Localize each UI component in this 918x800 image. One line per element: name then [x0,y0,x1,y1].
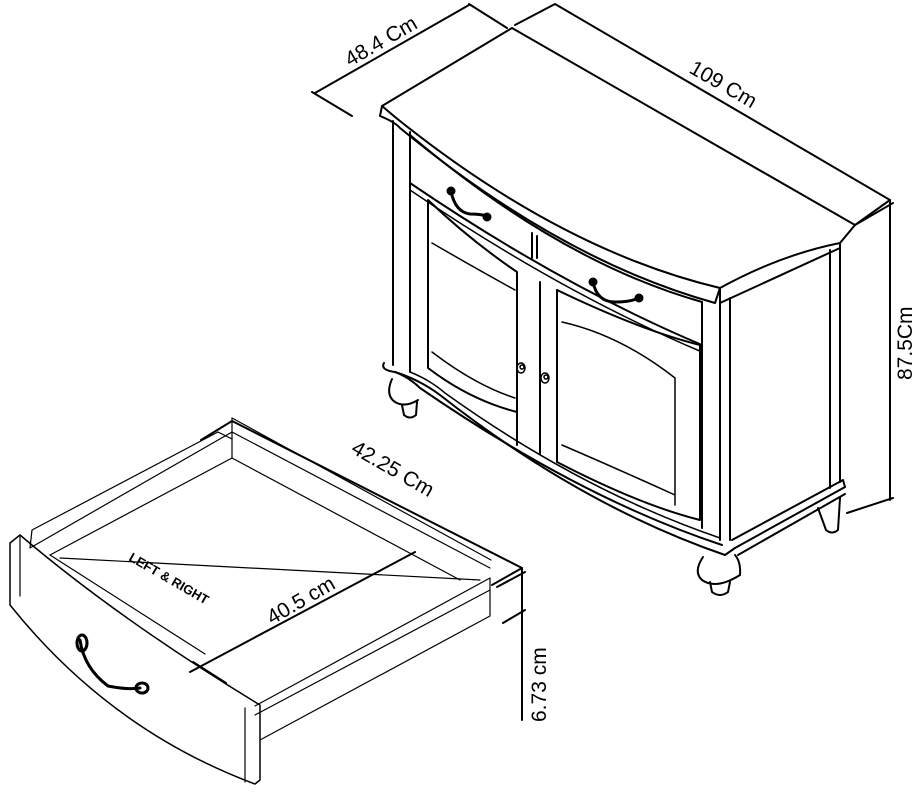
left-front-foot [388,378,419,419]
drawer-front-edge [19,534,246,783]
cabinet-top-right-edge [719,242,841,304]
left-door-knob-icon [516,362,526,374]
drawer-width-label: 40.5 cm [263,572,339,629]
right-drawer-handle-icon [588,277,644,304]
drawer-note-label: LEFT & RIGHT [127,550,212,608]
cabinet-depth-dimension [311,3,508,117]
left-door [427,199,518,413]
cabinet-height-label: 87.5Cm [894,306,917,380]
drawer-upper-rail [409,134,703,303]
cabinet-height-dimension [846,199,894,514]
left-post [392,120,411,373]
right-door [556,289,701,521]
drawer-left-side [231,417,492,581]
drawer-height-dimension [496,567,526,721]
drawer-height-label: 6.73 cm [528,647,551,722]
drawer-floor [49,554,481,655]
drawer-back [29,417,233,549]
cabinet-top [381,27,856,289]
left-door-panel [431,242,516,399]
drawer-lower-rail [409,182,703,346]
cabinet-depth-label: 48.4 Cm [341,12,421,72]
drawer-width-dimension [189,551,416,684]
drawer-front-handle-icon [75,633,150,695]
drawer-right-side [254,577,491,741]
center-stile [516,271,558,463]
right-front-post [701,297,731,541]
drawer-back-inner [49,431,233,556]
left-drawer-handle-icon [446,186,492,222]
drawer-depth-dimension [200,420,523,586]
base-molding-front-2 [394,371,723,546]
right-rear-foot [817,497,841,534]
cabinet-width-label: 109 Cm [686,56,761,113]
base-molding-right [731,479,846,556]
base-molding-front [382,362,736,556]
drawer-divider [531,232,538,259]
right-door-panel [561,321,676,506]
sideboard-cabinet [379,27,856,596]
right-door-knob-icon [540,372,550,384]
right-front-foot [696,554,742,596]
base-molding-front-3 [409,371,721,539]
drawer-front [9,534,261,785]
cabinet-width-dimension [514,3,891,226]
drawer-depth-label: 42.25 Cm [348,436,438,501]
drawer-detail [9,417,492,785]
cabinet-right-side [829,247,841,489]
